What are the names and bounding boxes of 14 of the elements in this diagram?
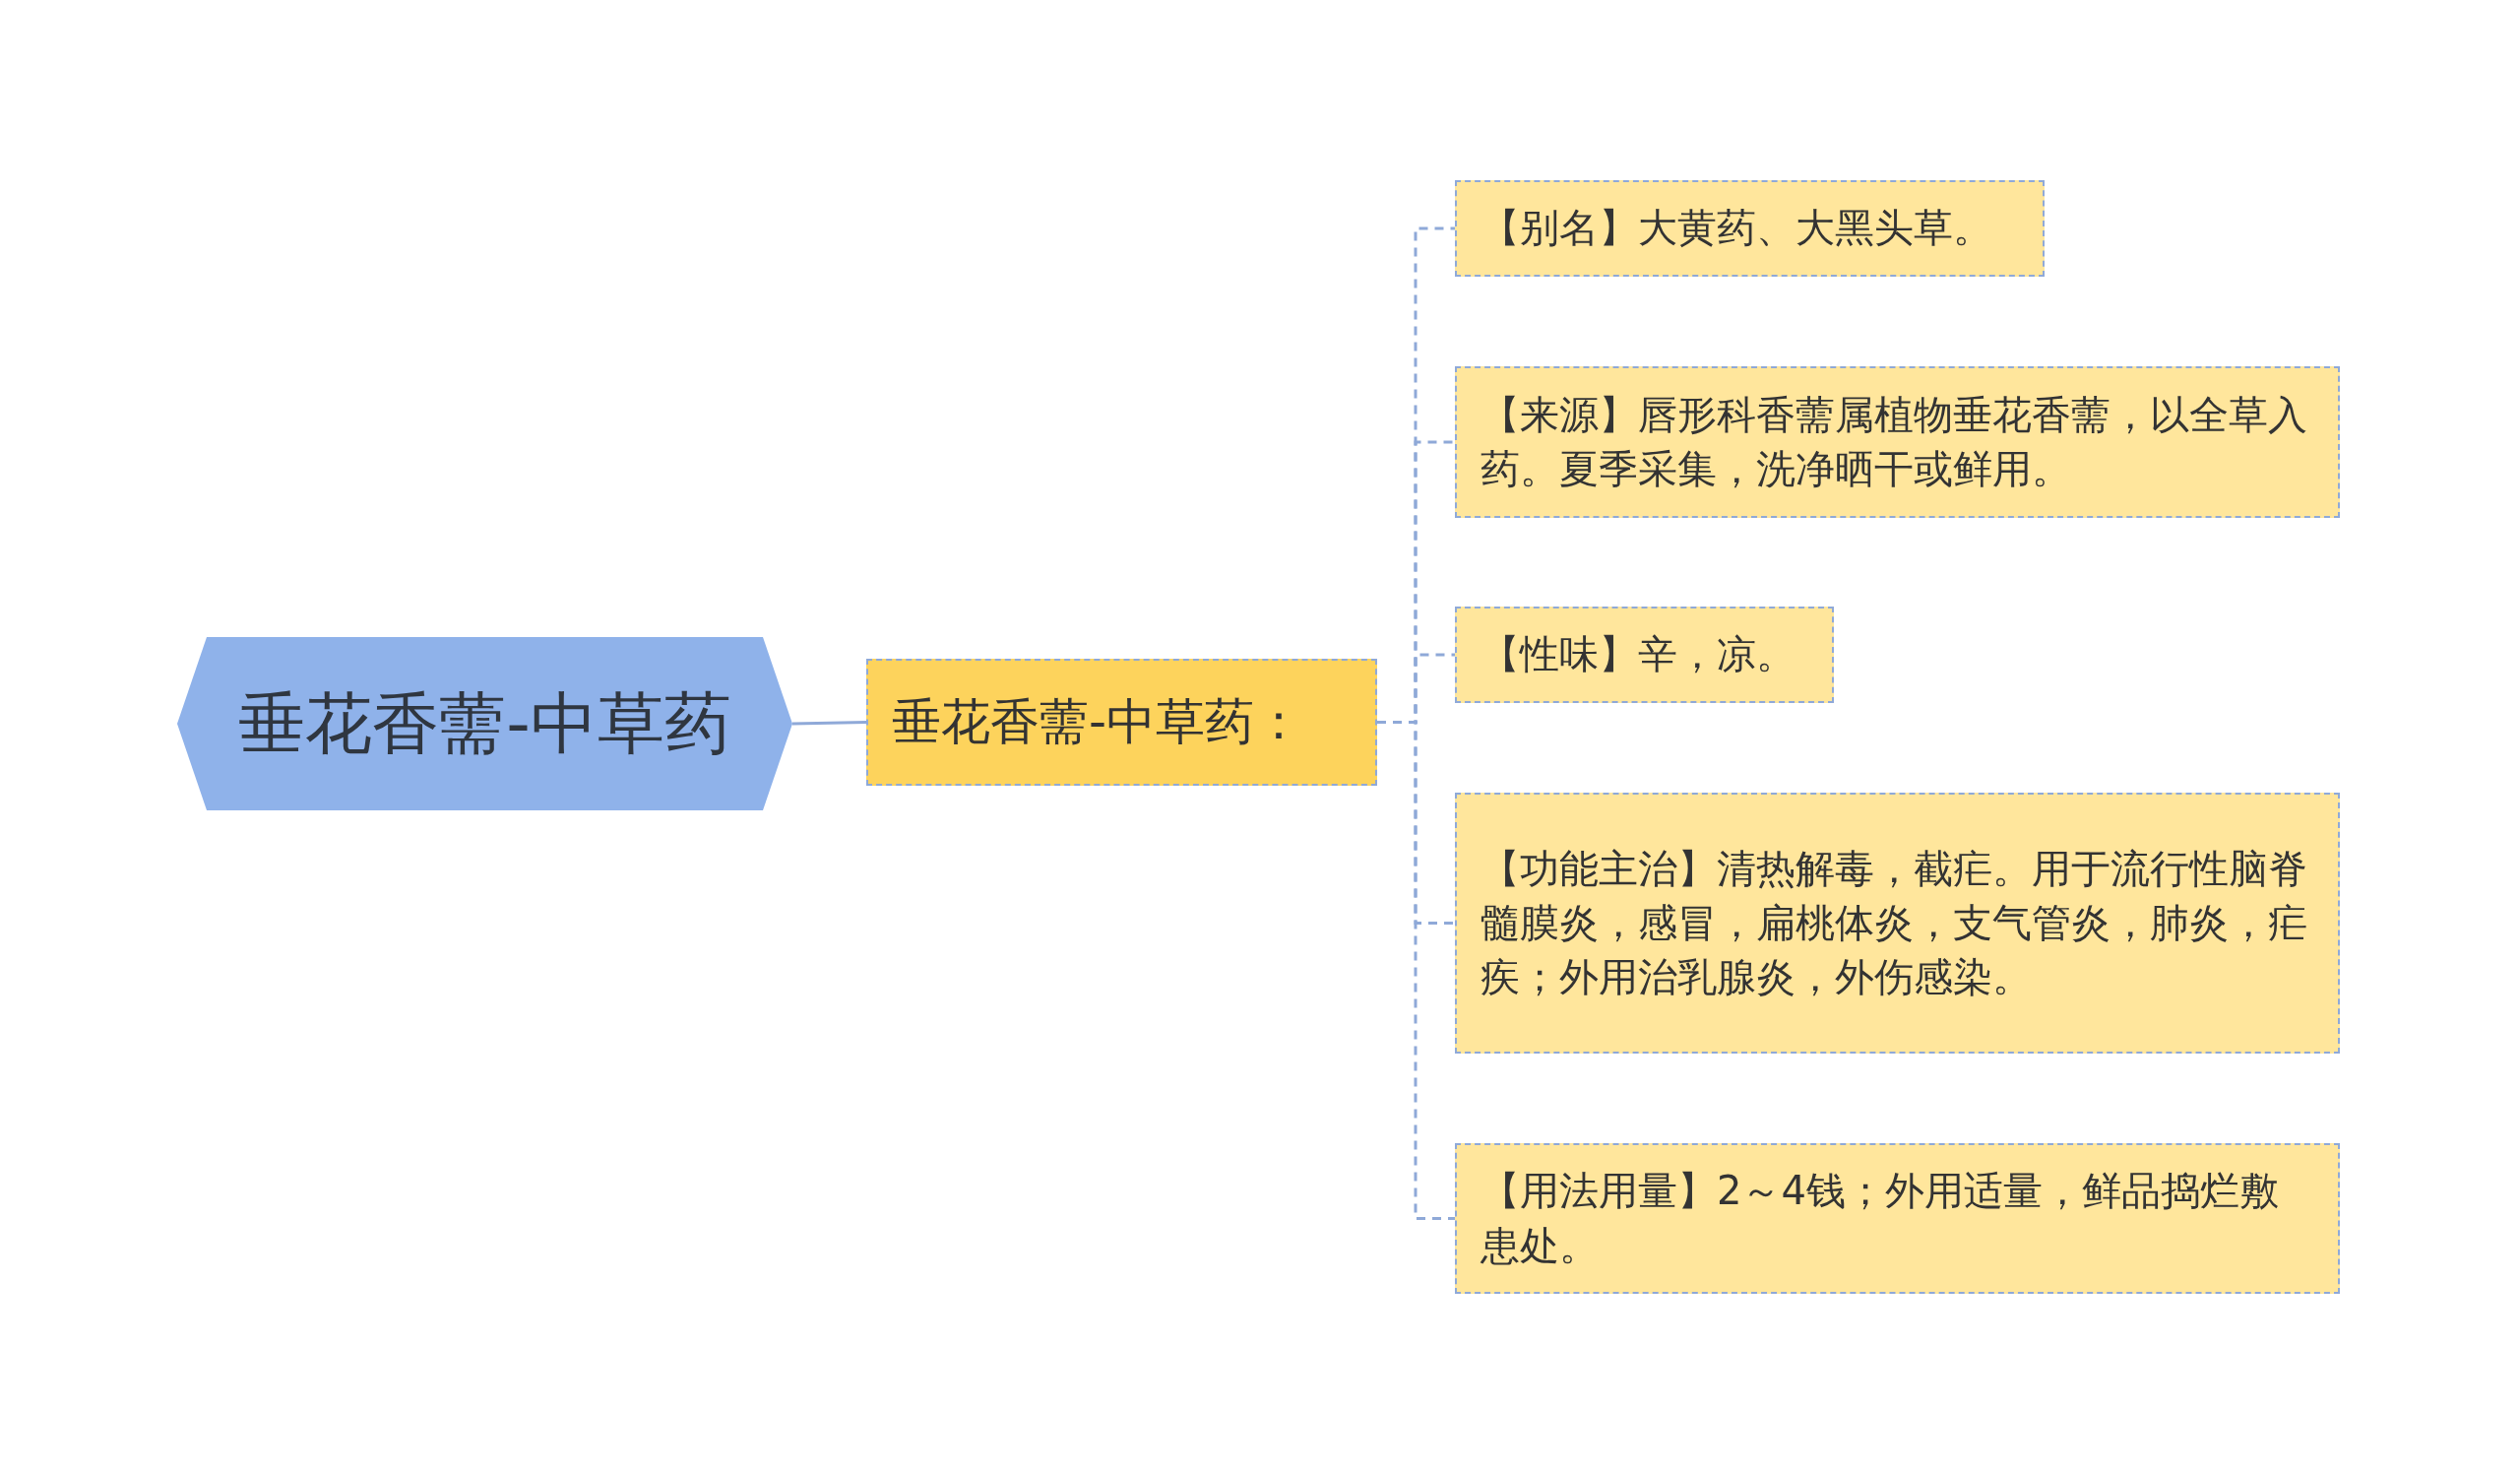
note-box [1455, 180, 2045, 277]
note-box [1455, 793, 2340, 1054]
note-text: 【功能主治】清热解毒，截疟。用于流行性脑脊髓膜炎，感冒，扁桃体炎，支气管炎，肺炎，疟疾；外用治乳腺炎，外伤感染。 [1480, 844, 2308, 1002]
note-text: 【用法用量】2～4钱；外用适量，鲜品捣烂敷患处。 [1480, 1167, 2280, 1270]
topic-box [866, 659, 1377, 786]
note-text: 【性味】辛，凉。 [1480, 630, 1796, 679]
connector-line [791, 721, 867, 726]
note-box [1455, 1143, 2340, 1294]
topic-text: 垂花香薷-中草药： [892, 692, 1304, 752]
note-text: 【别名】大黄药、大黑头草。 [1480, 204, 1992, 253]
note-box [1455, 607, 1834, 703]
note-text: 【来源】唇形科香薷属植物垂花香薷，以全草入药。夏季采集，洗净晒干或鲜用。 [1480, 390, 2308, 493]
note-box [1455, 366, 2340, 518]
topic-text: 垂花香薷-中草药 [238, 683, 731, 765]
